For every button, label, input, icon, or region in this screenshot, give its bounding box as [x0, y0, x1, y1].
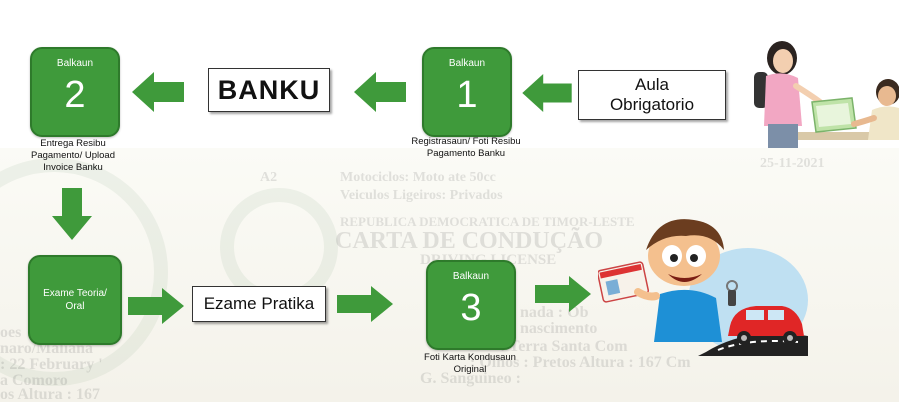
bg-header-3: Veiculos Ligeiros: Privados: [340, 188, 503, 203]
step-2-caption: Entrega Resibu Pagamento/ Upload Invoice…: [0, 138, 146, 174]
arrow-right-icon: [128, 288, 184, 324]
students-reading-illustration: [754, 41, 899, 148]
step-2-caption-line: Invoice Banku: [43, 162, 103, 173]
bg-left-3: a Comoro: [0, 372, 68, 389]
step-1-title: Balkaun: [448, 58, 486, 69]
bg-left-0: oes: [0, 324, 22, 341]
arrow-left-icon: [132, 72, 184, 112]
step-3-caption-line: Original: [453, 364, 487, 375]
step-3-number: 3: [460, 287, 482, 329]
step-1-box: Balkaun 1: [422, 47, 512, 137]
step-1-caption-line: Registrasaun/ Foti Resibu: [411, 136, 521, 147]
bg-header-0: A2: [260, 170, 278, 185]
exam-theory-text: Exame Teoria/ Oral: [34, 257, 116, 343]
boy-with-license-and-car-illustration: [598, 219, 808, 356]
bg-header-5: CARTA DE CONDUÇÃO: [335, 228, 604, 254]
bg-right-1: nascimento: [520, 320, 598, 337]
step-3-title: Balkaun: [452, 271, 490, 282]
step-2-caption-line: Entrega Resibu: [40, 138, 106, 149]
exam-theory-line: Exame Teoria/: [43, 288, 107, 299]
arrow-right-icon: [535, 276, 591, 312]
aula-obrigatorio-label: Aula Obrigatorio: [578, 70, 726, 120]
ezame-pratika-label: Ezame Pratika: [192, 286, 326, 322]
step-2-title: Balkaun: [56, 58, 94, 69]
bg-right-2: : Terra Santa Com: [500, 338, 628, 355]
bg-left-4: os Altura : 167: [0, 386, 100, 402]
bg-header-4: REPUBLICA DEMOCRATICA DE TIMOR-LESTE: [340, 214, 635, 229]
exam-theory-box: Exame Teoria/ Oral: [28, 255, 122, 345]
bg-left-2: : 22 February ': [0, 356, 103, 373]
step-3-caption: Foti Karta Kondusaun Original: [400, 352, 540, 376]
aula-label-line: Obrigatorio: [609, 95, 695, 114]
step-3-box: Balkaun 3: [426, 260, 516, 350]
step-3-caption-line: Foti Karta Kondusaun: [424, 352, 516, 363]
arrow-left-icon: [522, 74, 572, 112]
bg-header-1: Motociclos: Moto ate 50cc: [340, 170, 496, 185]
bg-right-3: : Olhos : Pretos Altura : 167 Cm: [470, 354, 691, 371]
step-1-caption-line: Pagamento Banku: [426, 148, 506, 159]
step-1-number: 1: [456, 74, 478, 116]
bg-header-2: 25-11-2021: [760, 156, 825, 171]
bg-right-4: G. Sanguineo :: [420, 370, 521, 387]
arrow-left-icon: [354, 72, 406, 112]
aula-label-line: Aula: [634, 75, 670, 94]
step-2-caption-line: Pagamento/ Upload: [31, 150, 115, 161]
arrow-right-icon: [337, 286, 393, 322]
banku-label: BANKU: [208, 68, 330, 112]
step-2-number: 2: [64, 74, 86, 116]
step-2-box: Balkaun 2: [30, 47, 120, 137]
exam-theory-line: Oral: [65, 301, 85, 312]
arrow-down-icon: [52, 188, 92, 240]
step-1-caption: Registrasaun/ Foti Resibu Pagamento Bank…: [396, 136, 536, 160]
